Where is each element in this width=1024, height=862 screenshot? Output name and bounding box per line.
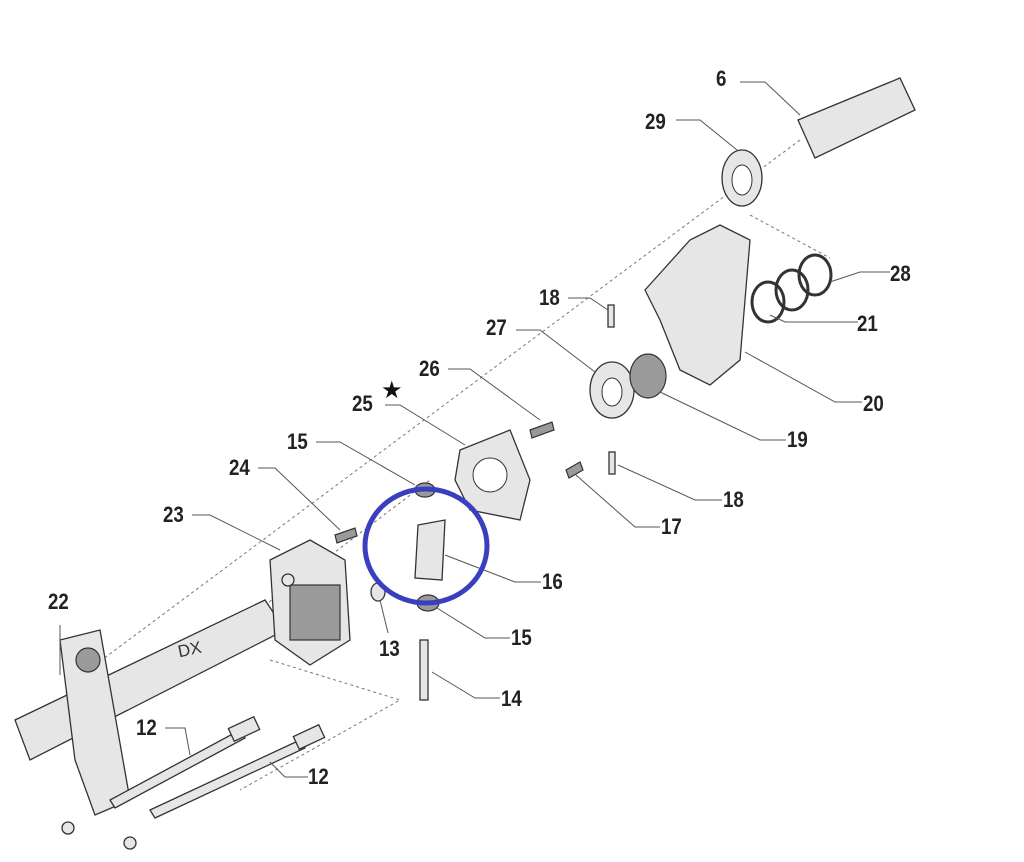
ring-axis: [749, 214, 831, 259]
label-12-top: 12: [136, 715, 157, 740]
screw-part-17: [565, 461, 584, 479]
shaft-part-22: [14, 599, 286, 816]
label-16: 16: [542, 569, 563, 594]
label-26: 26: [419, 356, 440, 381]
label-25: 25: [352, 391, 373, 416]
label-17: 17: [661, 514, 682, 539]
pin-part-14: [419, 639, 429, 701]
ring-part-28: [797, 253, 833, 297]
bracket-part-16: [414, 519, 446, 581]
ring-part-21b: [774, 268, 810, 312]
label-28: 28: [890, 261, 911, 286]
grip-part-6: [797, 77, 916, 159]
cable-part-12: [61, 715, 326, 850]
label-29: 29: [645, 109, 666, 134]
label-23: 23: [163, 502, 184, 527]
label-15-top: 15: [287, 429, 308, 454]
handle-part-20: [644, 224, 751, 386]
label-12-bottom: 12: [308, 764, 329, 789]
screw-part-24: [334, 527, 358, 544]
label-18-bottom: 18: [723, 487, 744, 512]
label-20: 20: [863, 391, 884, 416]
label-27: 27: [486, 315, 507, 340]
label-18-top: 18: [539, 285, 560, 310]
assembly-axis: [94, 139, 801, 666]
housing-part-23: [269, 539, 351, 666]
label-22: 22: [48, 589, 69, 614]
label-15-bottom: 15: [511, 625, 532, 650]
star-icon: ★: [381, 376, 403, 404]
nipple-part-18-top: [607, 304, 615, 328]
leader-lines: [59, 81, 890, 778]
ring-part-21a: [750, 280, 786, 324]
highlight-circle: [362, 486, 490, 606]
label-19: 19: [787, 427, 808, 452]
label-24: 24: [229, 455, 250, 480]
nipple-part-18-bottom: [608, 451, 616, 475]
label-14: 14: [501, 686, 522, 711]
screw-part-26: [529, 421, 555, 439]
label-21: 21: [857, 311, 878, 336]
bearing-part-19: [629, 353, 667, 399]
label-13: 13: [379, 636, 400, 661]
label-6: 6: [716, 66, 727, 91]
